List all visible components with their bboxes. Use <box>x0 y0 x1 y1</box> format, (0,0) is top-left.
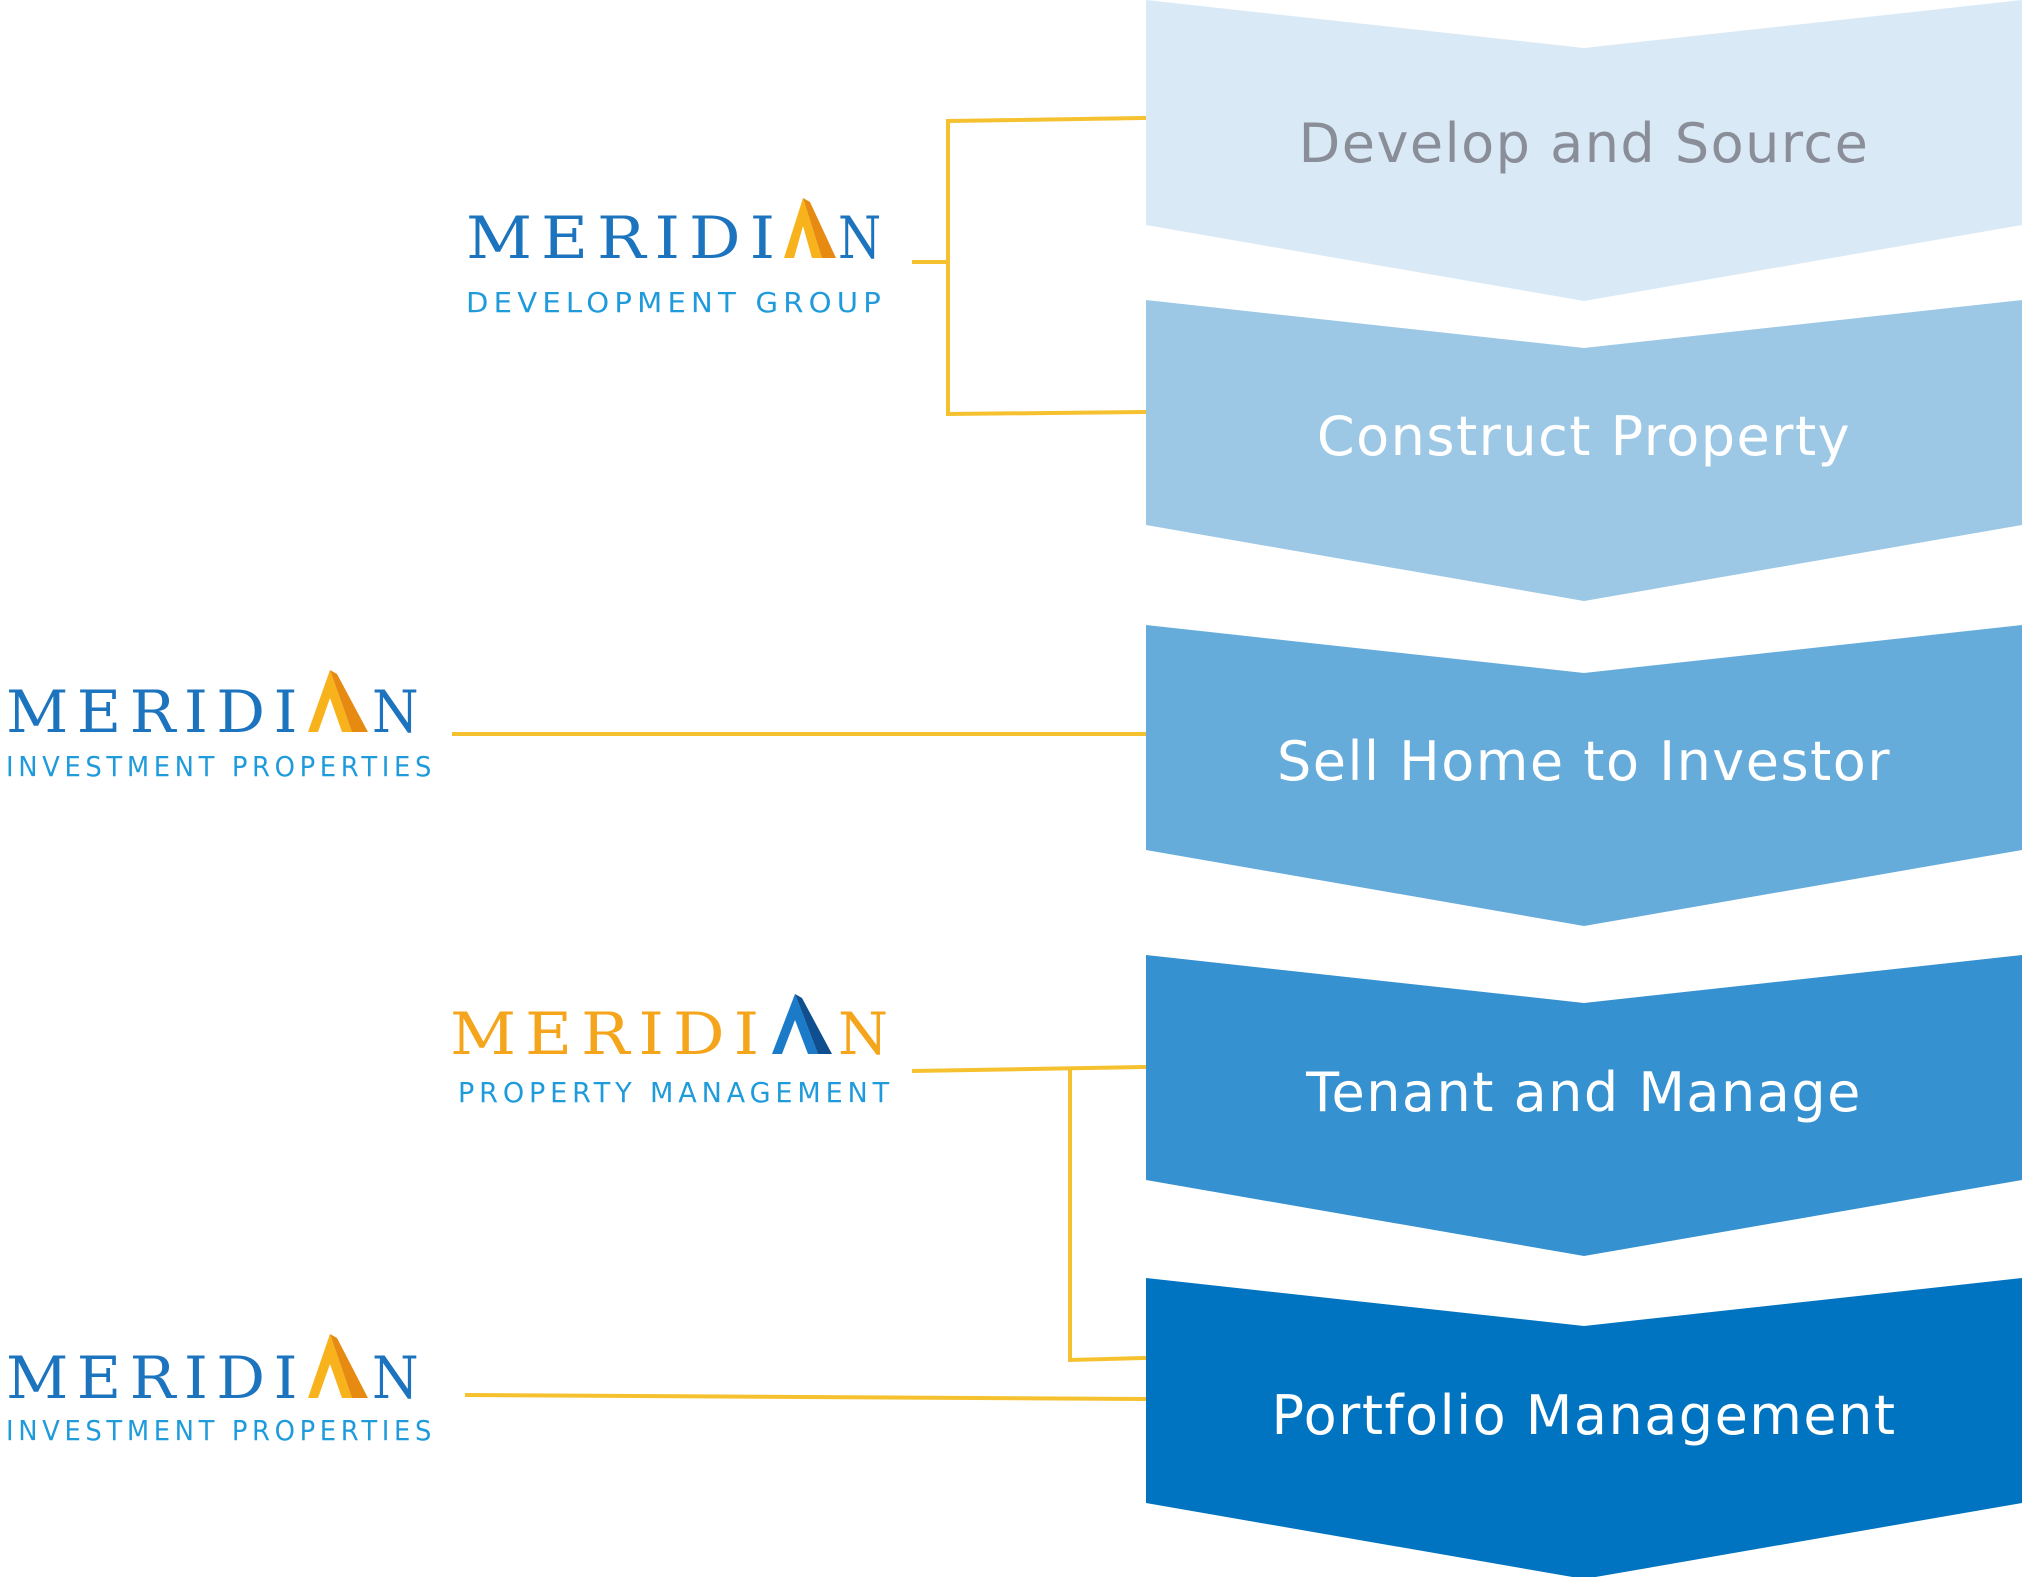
peak-a-icon <box>784 198 836 258</box>
step-chevron-3 <box>1146 625 2022 926</box>
brand-subtitle: PROPERTY MANAGEMENT <box>458 1076 894 1109</box>
step-label-5: Portfolio Management <box>1271 1384 1896 1447</box>
step-label-3: Sell Home to Investor <box>1277 730 1891 793</box>
step-develop-and-source: Develop and Source <box>1146 0 2022 301</box>
brand-subtitle: INVESTMENT PROPERTIES <box>6 750 436 783</box>
brand-wordmark-left: MERIDI <box>6 678 306 746</box>
brand-wordmark-right: N <box>372 678 426 746</box>
step-tenant-and-manage: Tenant and Manage <box>1146 955 2022 1256</box>
connector-property-mgmt <box>911 1065 1147 1073</box>
brand-subtitle: DEVELOPMENT GROUP <box>466 286 886 319</box>
brand-wordmark-right: N <box>838 1000 896 1068</box>
brand-wordmark-right: N <box>372 1344 426 1412</box>
logo-meridian-investment-properties-2: MERIDI N INVESTMENT PROPERTIES <box>6 1334 436 1447</box>
peak-a-icon <box>772 994 832 1054</box>
step-chevron-2 <box>1146 300 2022 601</box>
step-chevron-1 <box>1146 0 2022 301</box>
connector-development <box>946 116 1147 417</box>
brand-wordmark-left: MERIDI <box>450 1000 768 1068</box>
connector-lines <box>452 116 1147 1401</box>
step-label-2: Construct Property <box>1317 405 1851 468</box>
connector-investment-2 <box>464 1393 1147 1401</box>
brand-logos: MERIDI N DEVELOPMENT GROUP MERIDI N INVE… <box>6 198 896 1447</box>
peak-a-icon <box>308 670 368 732</box>
step-label-4: Tenant and Manage <box>1305 1061 1862 1124</box>
brand-wordmark-left: MERIDI <box>466 204 784 272</box>
brand-wordmark-right: N <box>838 204 888 272</box>
brand-subtitle: INVESTMENT PROPERTIES <box>6 1414 436 1447</box>
step-portfolio-management: Portfolio Management <box>1146 1278 2022 1577</box>
peak-a-icon <box>308 1334 368 1398</box>
step-label-1: Develop and Source <box>1299 112 1870 175</box>
process-steps: Develop and Source Construct Property Se… <box>1146 0 2022 1577</box>
step-sell-home-to-investor: Sell Home to Investor <box>1146 625 2022 926</box>
step-construct-property: Construct Property <box>1146 300 2022 601</box>
step-chevron-5 <box>1146 1278 2022 1577</box>
logo-meridian-development-group: MERIDI N DEVELOPMENT GROUP <box>466 198 888 319</box>
brand-wordmark-left: MERIDI <box>6 1344 306 1412</box>
logo-meridian-property-management: MERIDI N PROPERTY MANAGEMENT <box>450 994 896 1109</box>
connector-property-mgmt-branch <box>1068 1069 1147 1363</box>
step-chevron-4 <box>1146 955 2022 1256</box>
logo-meridian-investment-properties: MERIDI N INVESTMENT PROPERTIES <box>6 670 436 783</box>
